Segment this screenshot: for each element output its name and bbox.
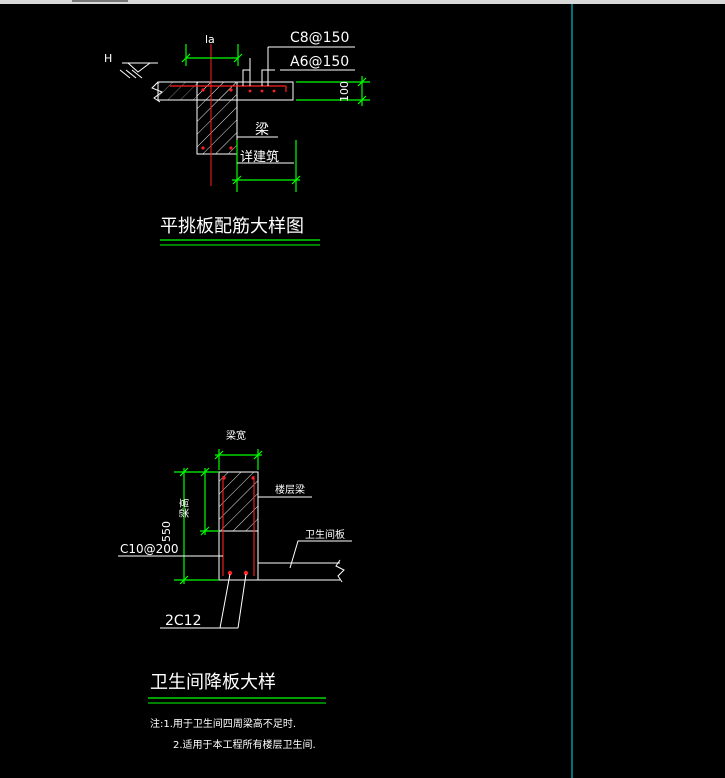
note-line-1: 注:1.用于卫生间四周梁高不足时.: [150, 717, 296, 730]
top-tab: [72, 0, 128, 2]
dimension-beam-width: [214, 449, 263, 470]
elevation-marker: [119, 62, 158, 79]
beam-section: [196, 81, 238, 155]
dimension-beam-height: [200, 467, 219, 536]
dimension-thickness: [296, 76, 370, 106]
label-beam-height: 梁高: [178, 498, 191, 518]
label-ref: 详建筑: [240, 149, 279, 165]
stirrup-rebar: [222, 476, 255, 576]
label-550: 550: [160, 521, 173, 542]
title-toilet-slab: 卫生间降板大样: [150, 672, 276, 693]
label-thickness: 100: [338, 81, 351, 102]
dimension-la: [181, 44, 243, 66]
label-la: la: [205, 33, 215, 46]
label-rebar-top: C8@150: [290, 30, 349, 46]
label-bottom-bars: 2C12: [165, 613, 202, 629]
label-rebar-dist: A6@150: [290, 54, 349, 70]
dimension-550: [174, 467, 219, 585]
drop-beam-section: [218, 530, 259, 581]
label-stirrup: C10@200: [120, 542, 179, 556]
label-beam-width: 梁宽: [226, 429, 246, 442]
label-floor-beam: 楼层梁: [275, 483, 305, 496]
detail-cantilever-slab: H la C8@150 A6@150 100 梁 详建筑 平挑板配筋大样图: [104, 30, 370, 246]
title-cantilever: 平挑板配筋大样图: [160, 216, 304, 237]
note-line-2: 2.适用于本工程所有楼层卫生间.: [173, 738, 316, 751]
detail-toilet-slab: 梁宽 梁高 550 C10@200 楼层梁 卫生间板 2C12 卫生间降板大样 …: [118, 429, 352, 751]
label-beam: 梁: [255, 122, 269, 138]
top-strip: [0, 0, 725, 4]
floor-beam-section: [218, 471, 259, 532]
label-toilet-slab: 卫生间板: [305, 528, 345, 541]
label-h: H: [104, 52, 112, 65]
dimension-ref: [232, 140, 301, 192]
